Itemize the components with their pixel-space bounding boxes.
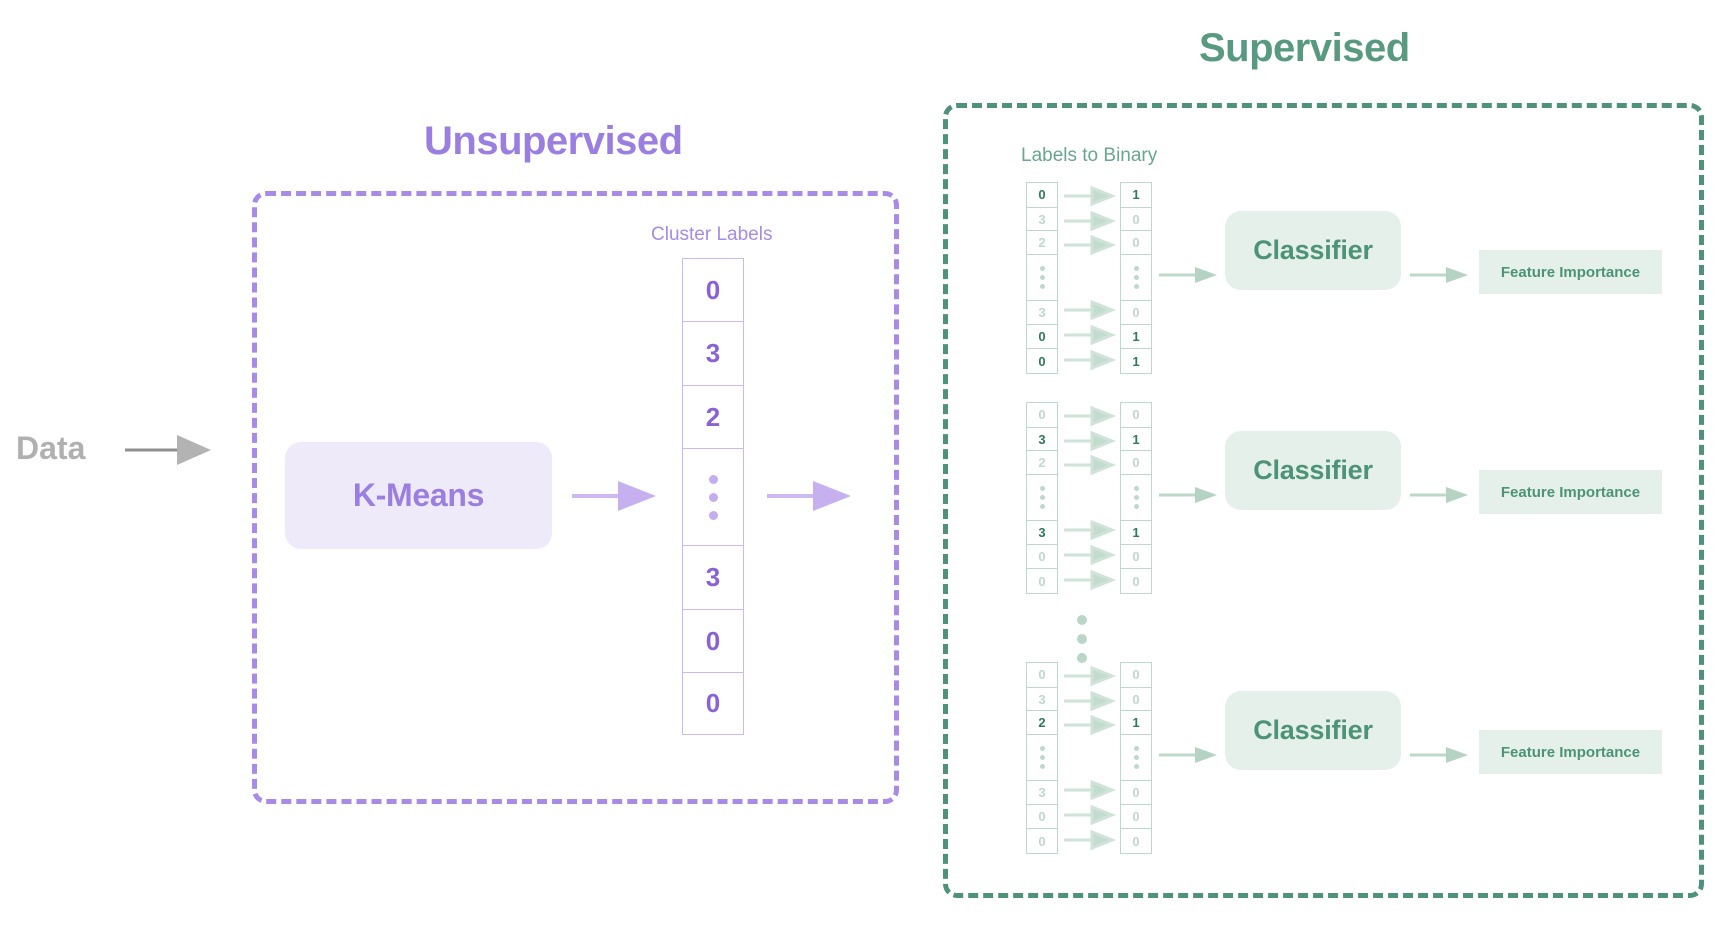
source-label-cell: 0 (1038, 573, 1046, 589)
data-to-unsupervised-arrow (125, 430, 215, 470)
source-label-cell: 0 (1027, 663, 1057, 688)
source-label-cell: 3 (1027, 781, 1057, 806)
feature-importance-box[interactable]: Feature Importance (1479, 730, 1662, 774)
binary-label-cell: 0 (1121, 451, 1151, 476)
binary-label-cell: 0 (1121, 403, 1151, 428)
classifier-label: Classifier (1253, 455, 1373, 485)
label-ellipsis-icon (1121, 475, 1151, 521)
source-label-cell: 3 (1027, 521, 1057, 546)
binary-label-cell: 1 (1121, 183, 1151, 208)
source-label-cell: 3 (1027, 688, 1057, 712)
kmeans-to-cluster-arrow (572, 478, 662, 514)
feature-importance-label: Feature Importance (1500, 483, 1641, 501)
classifier-to-output-arrow (1410, 480, 1472, 510)
binary-to-classifier-arrow (1159, 260, 1221, 290)
cluster-labels-title: Cluster Labels (651, 224, 773, 245)
source-label-cell: 0 (1027, 325, 1057, 350)
binary-label-cell: 0 (1132, 573, 1140, 589)
data-input-label: Data (16, 430, 86, 466)
source-label-cell: 3 (1027, 428, 1057, 452)
binary-label-cell: 0 (1121, 208, 1151, 232)
classifier-box[interactable]: Classifier (1225, 691, 1401, 770)
label-ellipsis-icon (1121, 255, 1151, 301)
label-ellipsis-icon (1027, 735, 1057, 781)
cluster-label-cell: 0 (705, 688, 721, 719)
binary-to-classifier-arrow (1159, 480, 1221, 510)
labels-to-binary-title: Labels to Binary (1021, 145, 1158, 166)
binary-label-cell: 1 (1121, 325, 1151, 350)
unsupervised-title: Unsupervised (424, 119, 683, 163)
labels-map-arrows (1062, 182, 1118, 374)
classifier-box[interactable]: Classifier (1225, 431, 1401, 510)
label-ellipsis-icon (1027, 475, 1057, 521)
labels-map-arrows (1062, 402, 1118, 594)
binary-label-cell: 1 (1121, 428, 1151, 452)
classifier-to-output-arrow (1410, 260, 1472, 290)
source-label-cell: 0 (1038, 353, 1046, 369)
cluster-label-cell: 3 (683, 546, 743, 610)
classifier-label: Classifier (1253, 235, 1373, 265)
cluster-label-cell: 2 (683, 386, 743, 450)
binary-to-classifier-arrow (1159, 740, 1221, 770)
binary-label-cell: 0 (1132, 833, 1140, 849)
cluster-label-ellipsis-icon (683, 449, 743, 547)
feature-importance-label: Feature Importance (1500, 263, 1641, 281)
feature-importance-box[interactable]: Feature Importance (1479, 470, 1662, 514)
binary-label-cell: 0 (1121, 545, 1151, 570)
classifier-box[interactable]: Classifier (1225, 211, 1401, 290)
blocks-ellipsis-icon (1077, 615, 1087, 663)
binary-label-cell: 1 (1121, 521, 1151, 546)
labels-map-arrows (1062, 662, 1118, 854)
feature-importance-box[interactable]: Feature Importance (1479, 250, 1662, 294)
kmeans-label: K-Means (352, 477, 485, 513)
source-label-cell: 3 (1027, 301, 1057, 326)
binary-label-cell: 0 (1121, 805, 1151, 830)
supervised-title: Supervised (1199, 26, 1410, 70)
classifier-label: Classifier (1253, 715, 1373, 745)
classifier-to-output-arrow (1410, 740, 1472, 770)
source-label-cell: 0 (1027, 545, 1057, 570)
unsupervised-container (252, 191, 899, 804)
kmeans-model-box[interactable]: K-Means (285, 442, 552, 549)
cluster-label-cell: 0 (683, 259, 743, 323)
source-label-cell: 3 (1027, 208, 1057, 232)
cluster-to-supervised-arrow (767, 478, 857, 514)
source-label-cell: 0 (1027, 183, 1057, 208)
binary-label-cell: 0 (1121, 663, 1151, 688)
binary-label-cell: 0 (1121, 781, 1151, 806)
source-label-cell: 0 (1027, 805, 1057, 830)
binary-label-cell: 0 (1121, 688, 1151, 712)
source-label-cell: 0 (1027, 403, 1057, 428)
binary-label-cell: 1 (1132, 353, 1140, 369)
source-label-cell: 2 (1027, 711, 1057, 736)
binary-label-cell: 1 (1121, 711, 1151, 736)
source-label-cell: 2 (1027, 231, 1057, 256)
cluster-label-cell: 3 (683, 322, 743, 386)
source-label-cell: 0 (1038, 833, 1046, 849)
binary-label-cell: 0 (1121, 231, 1151, 256)
source-label-cell: 2 (1027, 451, 1057, 476)
supervised-container (943, 103, 1704, 898)
label-ellipsis-icon (1027, 255, 1057, 301)
cluster-label-cell: 0 (683, 610, 743, 674)
binary-label-cell: 0 (1121, 301, 1151, 326)
feature-importance-label: Feature Importance (1500, 743, 1641, 761)
label-ellipsis-icon (1121, 735, 1151, 781)
